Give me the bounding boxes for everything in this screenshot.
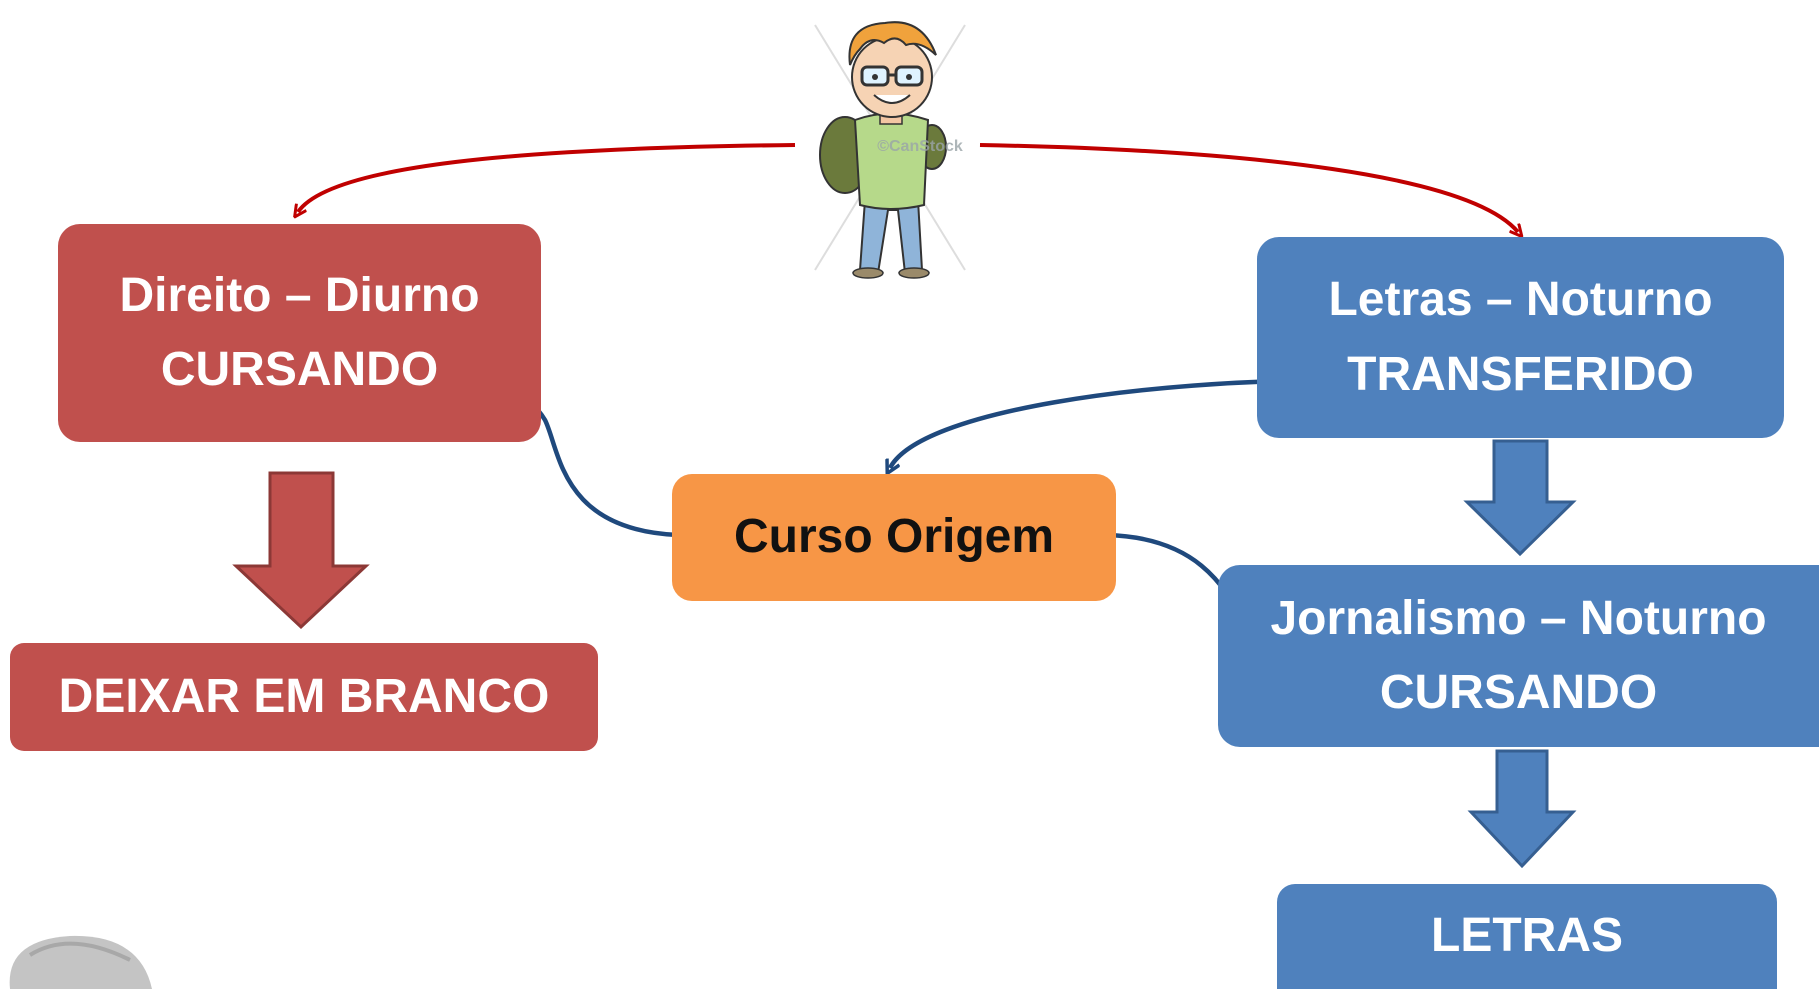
letras-final-label: LETRAS xyxy=(1431,909,1623,963)
down-arrow-direito xyxy=(232,471,370,630)
curso-origem-label: Curso Origem xyxy=(733,510,1055,564)
student-icon: ©CanStock xyxy=(814,21,966,279)
jornalismo-status-label: CURSANDO xyxy=(1379,666,1658,719)
down-arrow-letras xyxy=(1463,439,1577,557)
letras-box: Letras – Noturno TRANSFERIDO xyxy=(1257,237,1784,438)
direito-status-label: CURSANDO xyxy=(160,343,439,396)
grey-person-icon xyxy=(9,935,153,989)
down-arrow-jornalismo xyxy=(1467,749,1577,869)
watermark-text: ©CanStock xyxy=(877,138,963,155)
deixar-em-branco-label: DEIXAR EM BRANCO xyxy=(58,669,550,723)
curso-origem-box: Curso Origem xyxy=(672,474,1116,601)
letras-course-label: Letras – Noturno xyxy=(1328,273,1713,327)
red-arrow-to-direito xyxy=(298,143,796,212)
jornalismo-box: Jornalismo – Noturno CURSANDO xyxy=(1218,565,1819,747)
red-arrow-to-letras xyxy=(979,143,1518,232)
direito-course-label: Direito – Diurno xyxy=(119,268,480,322)
letras-status-label: TRANSFERIDO xyxy=(1347,347,1694,401)
deixar-em-branco-box: DEIXAR EM BRANCO xyxy=(10,643,598,751)
letras-final-box: LETRAS xyxy=(1277,884,1777,989)
direito-box: Direito – Diurno CURSANDO xyxy=(58,224,541,442)
jornalismo-course-label: Jornalismo – Noturno xyxy=(1270,591,1767,645)
